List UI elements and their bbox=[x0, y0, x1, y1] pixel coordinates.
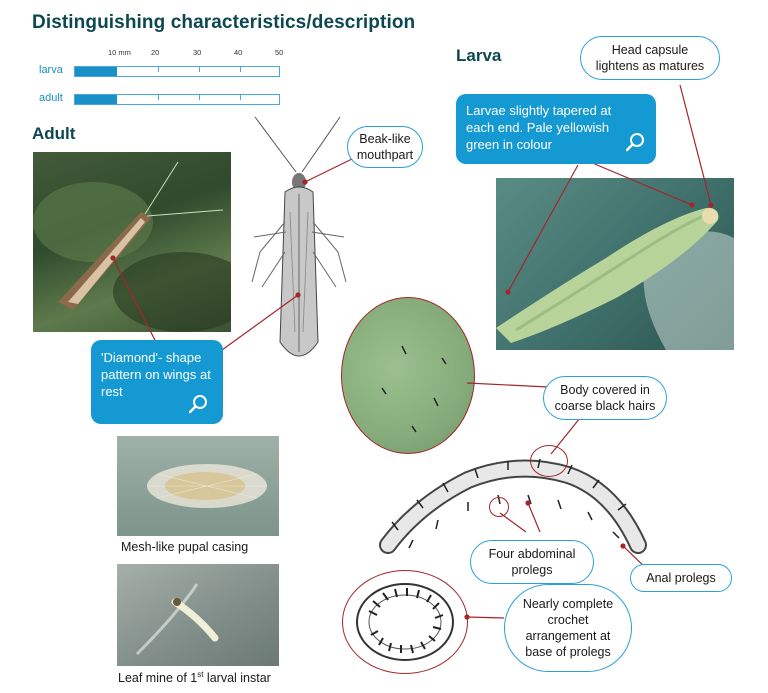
leaf-mine-caption: Leaf mine of 1st larval instar bbox=[118, 670, 271, 685]
leaf-mine-photo bbox=[117, 564, 279, 666]
larva-drawing bbox=[378, 450, 648, 565]
larvae-description-box: Larvae slightly tapered at each end. Pal… bbox=[456, 94, 656, 164]
scale-tick-10: 10 mm bbox=[108, 48, 131, 57]
callout-crochet-text: Nearly complete crochet arrangement at b… bbox=[522, 597, 614, 659]
scale-tick-50: 50 bbox=[275, 48, 284, 57]
callout-hairs: Body covered in coarse black hairs bbox=[543, 376, 667, 420]
hair-magnified-circle bbox=[341, 297, 475, 454]
callout-anal-prolegs: Anal prolegs bbox=[630, 564, 732, 592]
callout-beak-text: Beak-like mouthpart bbox=[356, 132, 414, 162]
larva-photo bbox=[496, 178, 734, 350]
prolegs-small-marker bbox=[489, 497, 509, 517]
scale-fill-larva bbox=[75, 67, 117, 76]
callout-four-prolegs: Four abdominal prolegs bbox=[470, 540, 594, 584]
scale-tick-40: 40 bbox=[234, 48, 243, 57]
callout-head-capsule: Head capsule lightens as matures bbox=[580, 36, 720, 80]
callout-beak: Beak-like mouthpart bbox=[347, 126, 423, 168]
callout-hairs-text: Body covered in coarse black hairs bbox=[554, 383, 656, 413]
diamond-pattern-box: 'Diamond'- shape pattern on wings at res… bbox=[91, 340, 223, 424]
prolegs-circle-marker bbox=[530, 445, 568, 477]
scale-fill-adult bbox=[75, 95, 117, 104]
leaf-mine-caption-prefix: Leaf mine of 1 bbox=[118, 671, 198, 686]
scale-bar-larva bbox=[74, 66, 280, 77]
magnifier-icon[interactable] bbox=[189, 394, 209, 414]
leaf-mine-caption-sup: st bbox=[197, 670, 204, 679]
page-title: Distinguishing characteristics/descripti… bbox=[32, 12, 416, 33]
pupa-caption: Mesh-like pupal casing bbox=[121, 540, 249, 554]
callout-anal-text: Anal prolegs bbox=[646, 571, 716, 585]
scale-label-adult: adult bbox=[39, 92, 63, 104]
pupa-photo bbox=[117, 436, 279, 536]
adult-moth-photo bbox=[33, 152, 231, 332]
scale-tick-30: 30 bbox=[193, 48, 202, 57]
crochet-magnified-oval bbox=[342, 570, 468, 674]
callout-four-prolegs-text: Four abdominal prolegs bbox=[488, 547, 576, 577]
scale-tick-20: 20 bbox=[151, 48, 160, 57]
section-heading-adult: Adult bbox=[32, 124, 76, 143]
leaf-mine-caption-suffix: larval instar bbox=[203, 671, 271, 686]
diamond-pattern-text: 'Diamond'- shape pattern on wings at res… bbox=[101, 350, 211, 399]
section-heading-larva: Larva bbox=[456, 46, 502, 65]
scale-bar-adult bbox=[74, 94, 280, 105]
scale-tick-labels: 10 mm 20 30 40 50 bbox=[0, 48, 300, 60]
callout-head-text: Head capsule lightens as matures bbox=[595, 43, 705, 73]
moth-illustration bbox=[240, 112, 360, 372]
callout-crochet: Nearly complete crochet arrangement at b… bbox=[504, 584, 632, 672]
larvae-description-text: Larvae slightly tapered at each end. Pal… bbox=[466, 103, 612, 152]
scale-label-larva: larva bbox=[39, 64, 63, 76]
magnifier-icon[interactable] bbox=[626, 132, 646, 152]
